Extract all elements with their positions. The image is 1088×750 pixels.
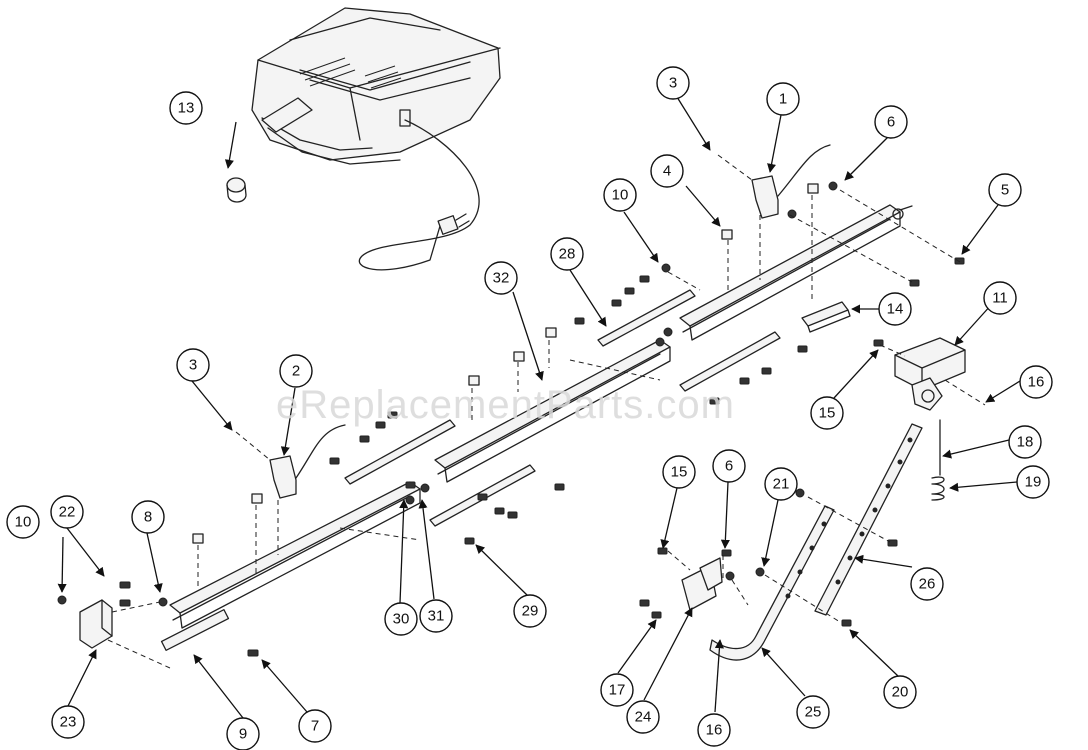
callout-label: 21 — [773, 476, 790, 493]
callout: 20 — [883, 675, 917, 709]
callout: 31 — [419, 599, 453, 633]
callout-label: 16 — [1028, 374, 1045, 391]
callout: 14 — [878, 292, 912, 326]
callout: 23 — [51, 705, 85, 739]
motor-unit — [251, 7, 501, 271]
callout: 13 — [169, 91, 203, 125]
callout: 1 — [766, 82, 800, 116]
callout: 5 — [988, 173, 1022, 207]
callout: 7 — [298, 709, 332, 743]
callout-label: 29 — [522, 603, 539, 620]
callout-label: 3 — [189, 357, 197, 374]
callout-label: 2 — [292, 363, 300, 380]
callout-label: 28 — [559, 246, 576, 263]
callout: 21 — [764, 467, 798, 501]
callout-label: 15 — [819, 405, 836, 422]
assembly-lines — [107, 154, 986, 669]
callout: 6 — [712, 449, 746, 483]
callout: 10 — [603, 178, 637, 212]
callout: 3 — [656, 66, 690, 100]
callout: 16 — [697, 713, 731, 747]
callout: 6 — [874, 105, 908, 139]
callout: 16 — [1019, 365, 1053, 399]
callout-label: 6 — [725, 458, 733, 475]
bracket-2 — [269, 424, 346, 499]
callout-label: 13 — [178, 100, 195, 117]
callout: 10 — [6, 505, 40, 539]
door-arm-straight — [814, 423, 923, 616]
hardware — [57, 181, 965, 657]
callout-label: 11 — [992, 290, 1008, 307]
callout-label: 10 — [15, 514, 32, 531]
callout-label: 32 — [493, 270, 510, 287]
callout: 32 — [484, 261, 518, 295]
callout: 30 — [384, 602, 418, 636]
callout: 25 — [796, 695, 830, 729]
callout: 28 — [550, 237, 584, 271]
callout: 22 — [50, 495, 84, 529]
callout-label: 14 — [887, 301, 904, 318]
watermark-text: eReplacementParts.com — [276, 383, 735, 427]
door-arm-curved — [709, 505, 835, 661]
part-14 — [801, 301, 851, 333]
callout-label: 16 — [706, 722, 723, 739]
callout-label: 1 — [779, 91, 787, 108]
callout: 8 — [131, 500, 165, 534]
trolley — [894, 337, 966, 411]
callout: 4 — [650, 154, 684, 188]
bracket-1 — [751, 144, 831, 219]
callout-label: 26 — [919, 576, 936, 593]
callout-label: 17 — [609, 682, 626, 699]
callout-label: 22 — [59, 504, 76, 521]
callout-label: 15 — [671, 464, 688, 481]
callout: 2 — [279, 354, 313, 388]
callout: 19 — [1016, 465, 1050, 499]
callout-label: 23 — [60, 714, 77, 731]
callout-label: 25 — [805, 704, 822, 721]
callout-label: 9 — [239, 726, 247, 743]
lower-rail — [160, 419, 536, 651]
callout-label: 3 — [669, 75, 677, 92]
callout: 18 — [1008, 425, 1042, 459]
callout-label: 4 — [663, 163, 671, 180]
header-bracket — [79, 599, 113, 649]
callout-label: 31 — [428, 608, 445, 625]
callout: 17 — [600, 673, 634, 707]
callout-label: 7 — [311, 718, 319, 735]
callout: 15 — [662, 455, 696, 489]
rail-clips — [192, 183, 819, 544]
callout: 24 — [626, 700, 660, 734]
leader-lines — [57, 96, 1021, 719]
callout-label: 18 — [1017, 434, 1034, 451]
callout: 15 — [810, 396, 844, 430]
callout-label: 24 — [635, 709, 652, 726]
callout: 9 — [226, 717, 260, 750]
callout-label: 6 — [887, 114, 895, 131]
callout-label: 20 — [892, 684, 909, 701]
callout-label: 19 — [1025, 474, 1042, 491]
callout: 29 — [513, 594, 547, 628]
callout-label: 8 — [144, 509, 152, 526]
spring — [931, 419, 945, 501]
callout-label: 10 — [612, 187, 629, 204]
callout: 26 — [910, 567, 944, 601]
middle-rail — [434, 289, 781, 483]
callout: 11 — [983, 281, 1017, 315]
callout: 3 — [176, 348, 210, 382]
bushing-part — [226, 177, 247, 203]
door-bracket — [681, 557, 723, 611]
callout-label: 5 — [1001, 182, 1009, 199]
callout-label: 30 — [393, 611, 410, 628]
upper-rail — [679, 204, 913, 341]
